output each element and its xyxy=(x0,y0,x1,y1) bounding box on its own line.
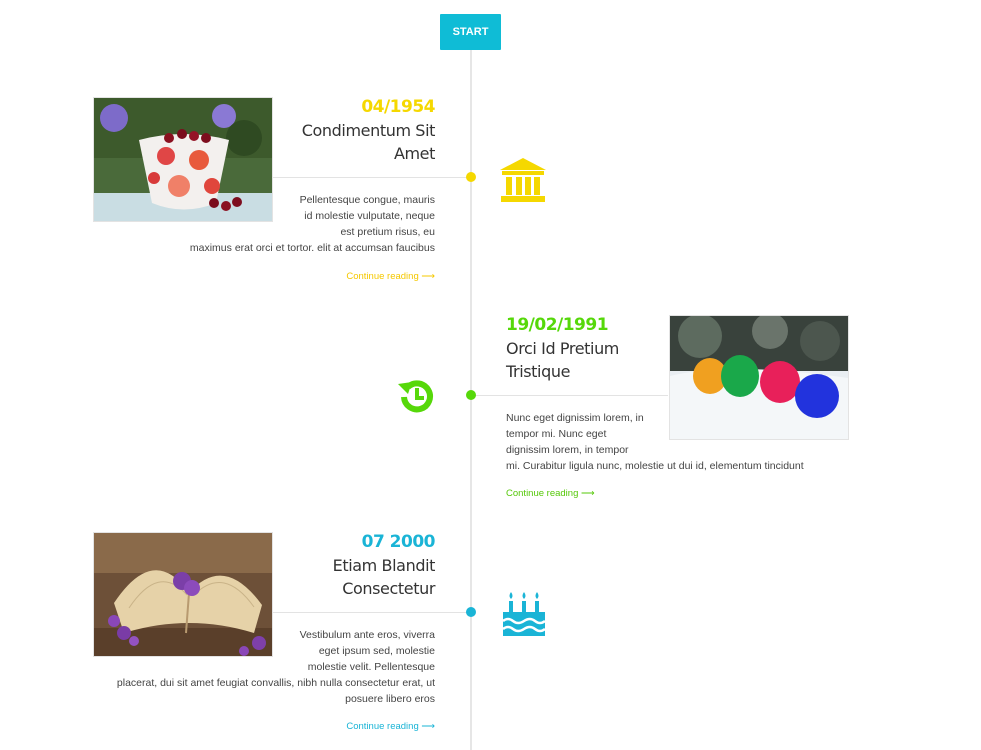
connector-line xyxy=(273,612,470,613)
event-title-line: Orci Id Pretium xyxy=(506,339,619,358)
easter-eggs-image xyxy=(669,315,849,440)
connector-line xyxy=(472,395,668,396)
timeline-dot xyxy=(466,390,476,400)
excerpt-line: Nunc eget dignissim lorem, in xyxy=(506,412,644,424)
excerpt-line: molestie velit. Pellentesque xyxy=(307,661,435,673)
excerpt-line: dignissim lorem, in tempor xyxy=(506,444,629,456)
event-title-line: Amet xyxy=(393,144,435,163)
continue-reading-link[interactable]: Continue reading ⟶ xyxy=(346,721,435,732)
event-title[interactable]: Orci Id Pretium Tristique xyxy=(506,337,666,383)
event-excerpt: Pellentesque congue, mauris id molestie … xyxy=(160,192,435,256)
excerpt-line: eget ipsum sed, molestie xyxy=(318,645,435,657)
excerpt-line: tempor mi. Nunc eget xyxy=(506,428,607,440)
event-title[interactable]: Etiam Blandit Consectetur xyxy=(250,554,436,600)
excerpt-line: id molestie vulputate, neque xyxy=(304,210,435,222)
book-lilac-image xyxy=(93,532,273,657)
continue-reading-link[interactable]: Continue reading ⟶ xyxy=(346,271,435,282)
connector-line xyxy=(273,177,470,178)
excerpt-line: Vestibulum ante eros, viverra xyxy=(299,629,435,641)
event-excerpt: Nunc eget dignissim lorem, in tempor mi.… xyxy=(506,410,836,474)
event-title[interactable]: Condimentum Sit Amet xyxy=(250,119,436,165)
excerpt-line: est pretium risus, eu xyxy=(340,226,435,238)
excerpt-line: Pellentesque congue, mauris xyxy=(299,194,435,206)
excerpt-line: maximus erat orci et tortor. elit at acc… xyxy=(189,242,435,254)
event-date: 19/02/1991 xyxy=(506,315,609,335)
birthday-cake-icon xyxy=(500,590,548,643)
history-icon xyxy=(396,376,438,423)
event-title-line: Tristique xyxy=(506,362,571,381)
timeline-axis xyxy=(470,50,472,750)
timeline-dot xyxy=(466,607,476,617)
start-button[interactable]: START xyxy=(440,14,501,50)
event-title-line: Condimentum Sit xyxy=(301,121,436,140)
timeline-dot xyxy=(466,172,476,182)
bank-icon xyxy=(498,156,548,209)
excerpt-line: mi. Curabitur ligula nunc, molestie ut d… xyxy=(506,460,804,472)
continue-reading-link[interactable]: Continue reading ⟶ xyxy=(506,488,595,499)
excerpt-line: placerat, dui sit amet feugiat convallis… xyxy=(116,677,435,689)
event-title-line: Etiam Blandit xyxy=(332,556,436,575)
cherries-bowl-image xyxy=(93,97,273,222)
event-date: 07 2000 xyxy=(361,532,436,552)
event-title-line: Consectetur xyxy=(342,579,435,598)
event-date: 04/1954 xyxy=(361,97,435,117)
excerpt-line: posuere libero eros xyxy=(345,693,435,705)
event-excerpt: Vestibulum ante eros, viverra eget ipsum… xyxy=(90,627,435,707)
